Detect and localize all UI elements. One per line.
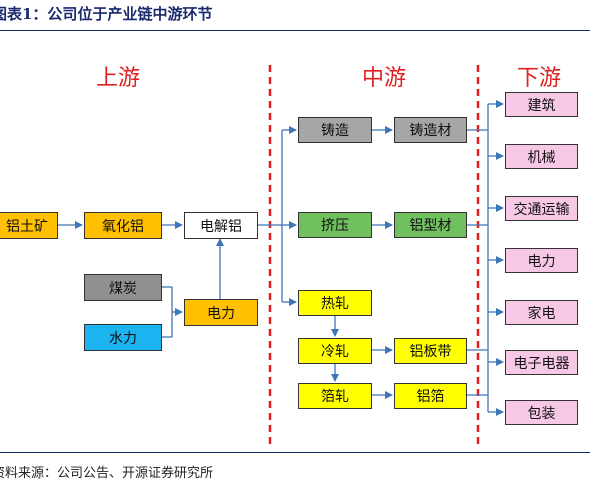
node-electrolytic-aluminum: 电解铝 bbox=[184, 212, 258, 239]
node-cast-material: 铸造材 bbox=[394, 117, 467, 143]
node-bauxite: 铝土矿 bbox=[0, 212, 58, 239]
node-power-downstream: 电力 bbox=[505, 248, 578, 273]
node-packaging: 包装 bbox=[505, 400, 578, 425]
node-hot-rolling: 热轧 bbox=[298, 290, 372, 316]
figure-source: 资料来源：公司公告、开源证券研究所 bbox=[0, 452, 590, 496]
node-aluminum-strip: 铝板带 bbox=[394, 338, 467, 364]
node-machinery: 机械 bbox=[505, 144, 578, 169]
node-casting: 铸造 bbox=[298, 117, 372, 143]
node-transportation: 交通运输 bbox=[505, 196, 578, 221]
stage-label-midstream: 中游 bbox=[362, 66, 407, 91]
node-extrusion: 挤压 bbox=[298, 212, 372, 238]
node-foil-rolling: 箔轧 bbox=[298, 383, 372, 409]
node-aluminum-foil: 铝箔 bbox=[394, 383, 467, 409]
node-home-appliance: 家电 bbox=[505, 300, 578, 325]
stage-label-downstream: 下游 bbox=[517, 66, 562, 91]
node-coal: 煤炭 bbox=[84, 274, 162, 301]
node-cold-rolling: 冷轧 bbox=[298, 338, 372, 364]
node-construction: 建筑 bbox=[505, 92, 578, 117]
node-aluminum-profile: 铝型材 bbox=[394, 212, 467, 238]
node-alumina: 氧化铝 bbox=[84, 212, 162, 239]
stage-label-upstream: 上游 bbox=[96, 66, 141, 91]
node-power-upstream: 电力 bbox=[184, 299, 258, 326]
node-electronics: 电子电器 bbox=[505, 350, 578, 375]
figure-title: 图表1：公司位于产业链中游环节 bbox=[0, 0, 590, 31]
node-hydropower: 水力 bbox=[84, 324, 162, 351]
